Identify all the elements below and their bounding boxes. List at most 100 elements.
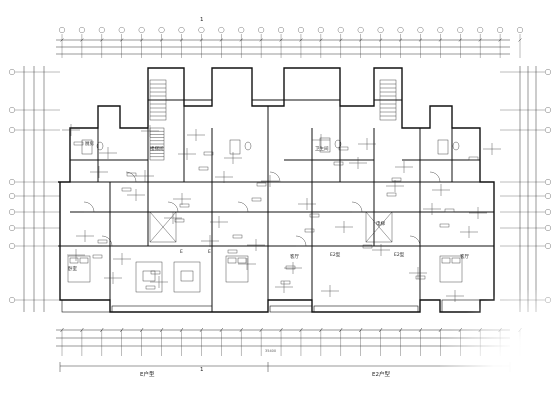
axis-bubble [8,224,15,231]
interior-lines [62,124,501,302]
balcony-rail [61,299,111,313]
sofa-group [173,261,201,293]
axis-bubble [337,27,344,34]
dimension-tick [159,327,164,333]
room-tag [256,182,267,187]
dimension-tick [378,38,383,42]
axis-bubble [138,27,145,34]
dimension-tick [378,327,383,333]
coffee-table [180,270,194,282]
room-tag [121,187,132,192]
bathtub [81,139,93,155]
door-swing [429,171,441,183]
bathtub [437,139,449,155]
axis-bubble [98,27,105,34]
room-tag [333,161,344,166]
room-tag [198,166,209,171]
axis-bubble [377,27,384,34]
toilet [334,139,342,149]
dimension-tick [199,327,204,333]
dimension-tick [358,327,363,333]
axis-bubble [198,27,205,34]
axis-bubble [8,192,15,199]
room-label-stair: 楼梯间 [150,145,164,152]
dimension-tick [199,38,204,42]
door-swing [351,201,363,213]
dimension-tick [139,38,144,42]
room-tag [309,213,320,218]
room-tag [150,270,161,275]
section-mark-top: 1 [200,17,204,23]
room-tag [203,151,214,156]
axis-bubble [477,27,484,34]
axis-bubble [545,106,552,113]
section-mark-bottom: 1 [200,367,204,373]
axis-bubble [118,27,125,34]
room-tag [386,192,397,197]
axis-bubble [258,27,265,34]
axis-bubble [218,27,225,34]
room-tag [92,254,103,259]
balcony-rail [313,305,419,313]
pillow [79,257,89,264]
dimension-tick [259,38,263,42]
room-label-bath: 卫生间 [315,145,329,152]
axis-bubble [397,27,404,34]
axis-bubble [8,126,15,133]
axis-bubble [317,27,324,34]
room-label-corridor-a: E [180,249,183,255]
room-label-corridor-b: E [208,249,211,255]
axis-bubble [178,27,185,34]
dimension-tick [239,327,243,333]
dimension-tick [100,327,104,333]
axis-bubble [8,178,15,185]
bed [225,255,249,283]
room-tag [73,141,84,146]
pillow [69,257,79,264]
balcony-rail [269,305,313,313]
bathtub [229,139,241,155]
room-tag [415,275,426,280]
pillow [451,257,461,264]
room-tag [174,218,185,223]
elevator-shaft [149,211,177,243]
dimension-tick [418,327,423,333]
room-tag [126,172,137,177]
axis-bubble [545,224,552,231]
door-swing [101,235,113,247]
axis-bubble [8,106,15,113]
room-tag [468,156,479,161]
room-tag [97,239,108,244]
room-tag [285,265,296,270]
axis-bubble [545,178,552,185]
room-tag [145,285,156,290]
overall-dimension: 35400 [265,349,276,353]
dimension-tick [339,327,343,333]
sofa-group [135,261,163,293]
dimension-tick [398,38,403,42]
dimension-tick [139,327,144,333]
bed [439,255,463,283]
axis-bubble [517,27,524,34]
room-tag [391,177,402,182]
door-swing [295,235,307,247]
axis-bubble [8,242,15,249]
axis-bubble [457,27,464,34]
dimension-tick [359,38,363,42]
elevator-cross [149,211,177,243]
door-swing [237,201,249,213]
balcony-rail [111,305,213,313]
axis-bubble [545,68,552,75]
room-label-elevator: 电梯 [376,220,385,227]
axis-bubble [59,27,66,34]
room-label-unit-e3: E2型 [330,251,341,258]
axis-bubble [357,27,364,34]
pillow [441,257,451,264]
dimension-tick [120,327,124,333]
dimension-tick [438,38,443,42]
dimension-tick [60,38,64,42]
dimension-tick [299,327,303,333]
dimension-tick [179,327,184,333]
dimension-tick [299,38,303,42]
axis-bubble [278,27,285,34]
